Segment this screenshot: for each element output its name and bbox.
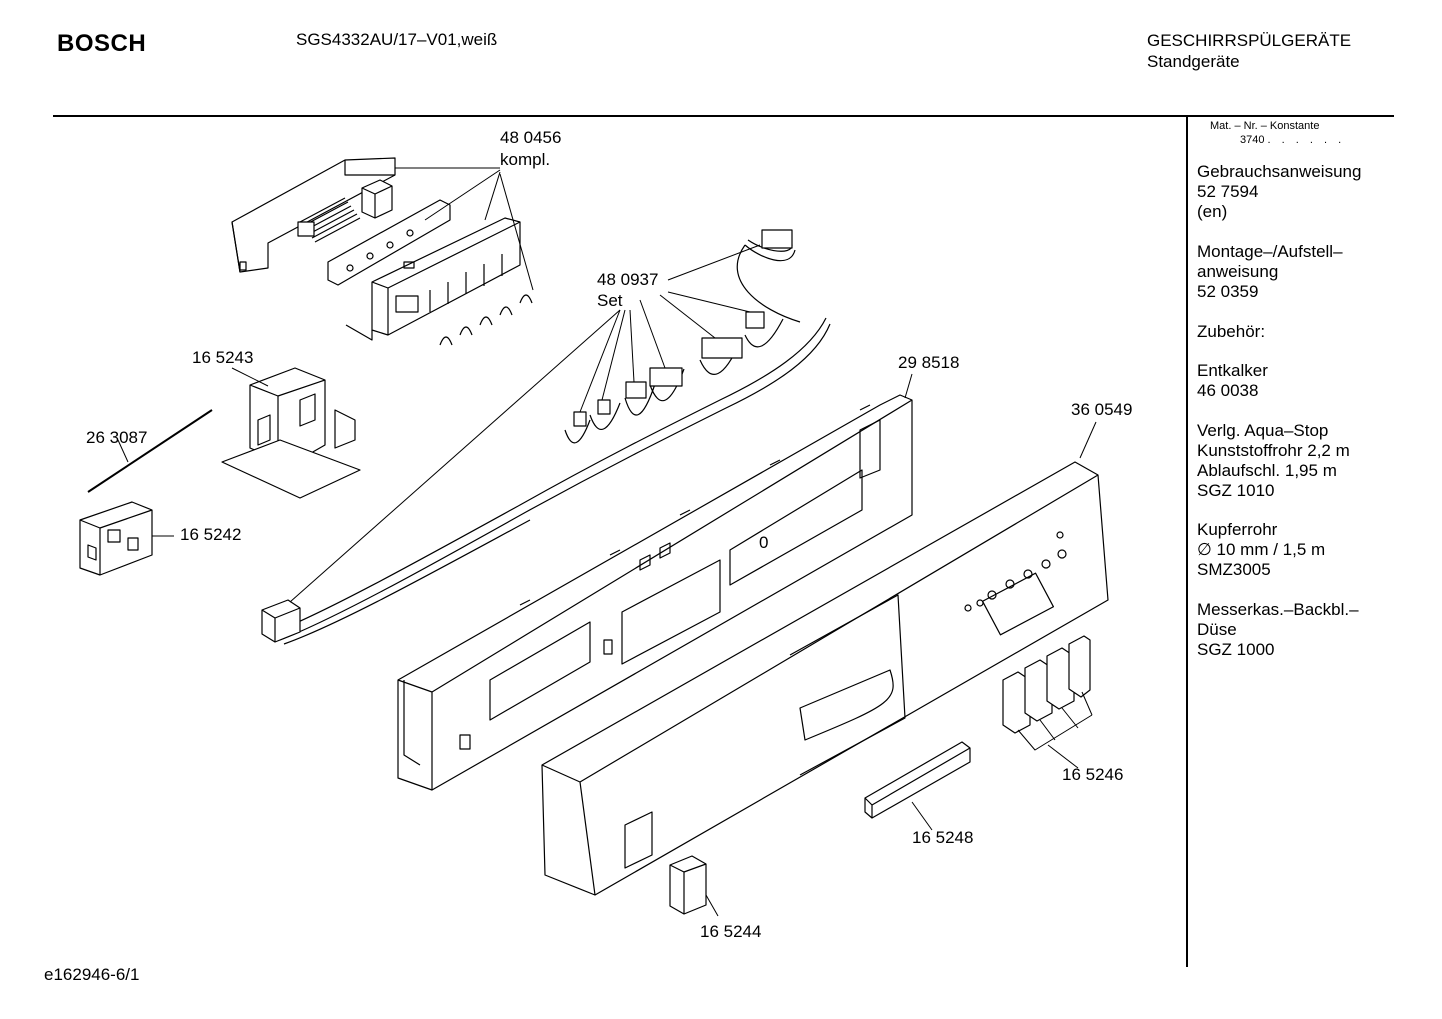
section-line: Entkalker bbox=[1197, 361, 1268, 380]
section-line: Zubehör: bbox=[1197, 322, 1266, 341]
part-label-165243: 16 5243 bbox=[192, 348, 254, 367]
sidebar-section-descaler: Entkalker 46 0038 bbox=[1197, 361, 1397, 401]
leader-165248 bbox=[911, 801, 933, 831]
leader-298518 bbox=[904, 373, 913, 399]
document-code: e162946-6/1 bbox=[44, 965, 140, 984]
section-line: 46 0038 bbox=[1197, 381, 1259, 400]
part-label-165244: 16 5244 bbox=[700, 922, 762, 941]
buttons-165246-drawing bbox=[1002, 635, 1091, 734]
leader-360549 bbox=[1079, 421, 1097, 459]
leader-263087 bbox=[117, 439, 129, 463]
part-note-480937: Set bbox=[597, 291, 623, 310]
category-block: GESCHIRRSPÜLGERÄTE Standgeräte bbox=[1147, 30, 1351, 72]
strip-165248-drawing bbox=[864, 741, 971, 819]
section-line: Gebrauchsanweisung bbox=[1197, 162, 1362, 181]
part-note-480456: kompl. bbox=[500, 150, 551, 169]
leader-165246 bbox=[1017, 691, 1093, 769]
brand-logo: BOSCH bbox=[57, 30, 147, 57]
rod-263087-drawing bbox=[87, 409, 213, 493]
leader-165244 bbox=[705, 894, 719, 917]
section-line: 52 0359 bbox=[1197, 282, 1259, 301]
part-label-165248: 16 5248 bbox=[912, 828, 974, 847]
section-line: Düse bbox=[1197, 620, 1237, 639]
section-line: SGZ 1000 bbox=[1197, 640, 1275, 659]
switch-165242-drawing bbox=[79, 501, 153, 576]
section-line: ∅ 10 mm / 1,5 m bbox=[1197, 540, 1326, 559]
sidebar-section-accessories: Zubehör: bbox=[1197, 322, 1397, 342]
part-label-298518: 29 8518 bbox=[898, 353, 960, 372]
model-number: SGS4332AU/17–V01,weiß bbox=[296, 30, 498, 49]
part-label-165246: 16 5246 bbox=[1062, 765, 1124, 784]
section-line: anweisung bbox=[1197, 262, 1279, 281]
section-line: Kunststoffrohr 2,2 m bbox=[1197, 441, 1350, 460]
part-label-480937: 48 0937 bbox=[597, 270, 659, 289]
bracket-165243-drawing bbox=[221, 367, 361, 499]
section-line: Montage–/Aufstell– bbox=[1197, 242, 1343, 261]
knob-165244-drawing bbox=[669, 855, 707, 915]
header-divider bbox=[53, 115, 1394, 117]
sidebar-section-copper-pipe: Kupferrohr ∅ 10 mm / 1,5 m SMZ3005 bbox=[1197, 520, 1397, 580]
section-line: Messerkas.–Backbl.– bbox=[1197, 600, 1359, 619]
section-line: 52 7594 bbox=[1197, 182, 1259, 201]
leader-480937 bbox=[289, 244, 761, 603]
sidebar-section-manual: Gebrauchsanweisung 52 7594 (en) bbox=[1197, 162, 1397, 222]
konstante-dots: . . . . . . bbox=[1267, 134, 1346, 146]
sidebar-section-nozzle: Messerkas.–Backbl.– Düse SGZ 1000 bbox=[1197, 600, 1397, 660]
part-label-360549: 36 0549 bbox=[1071, 400, 1133, 419]
back-panel-298518-drawing bbox=[397, 394, 913, 791]
section-line: (en) bbox=[1197, 202, 1228, 221]
section-line: SMZ3005 bbox=[1197, 560, 1271, 579]
exploded-diagram bbox=[79, 157, 1109, 917]
control-module-drawing bbox=[231, 157, 533, 346]
konstante-header: Mat. – Nr. – Konstante bbox=[1210, 120, 1320, 132]
leader-165243 bbox=[231, 367, 269, 387]
sidebar-section-installation: Montage–/Aufstell– anweisung 52 0359 bbox=[1197, 242, 1397, 302]
konstante-number: 3740 bbox=[1240, 134, 1265, 146]
section-line: Ablaufschl. 1,95 m bbox=[1197, 461, 1337, 480]
category-subtitle: Standgeräte bbox=[1147, 52, 1240, 71]
leader-480456 bbox=[395, 167, 534, 291]
cable-harness-drawing bbox=[261, 229, 831, 645]
section-line: Kupferrohr bbox=[1197, 520, 1278, 539]
display-zero-label: 0 bbox=[759, 533, 769, 552]
part-label-165242: 16 5242 bbox=[180, 525, 242, 544]
section-line: SGZ 1010 bbox=[1197, 481, 1275, 500]
fascia-360549-drawing bbox=[541, 461, 1109, 896]
part-label-480456: 48 0456 bbox=[500, 128, 562, 147]
konstante-value: 3740 . . . . . . bbox=[1240, 134, 1345, 146]
sidebar-divider bbox=[1186, 117, 1188, 967]
part-label-263087: 26 3087 bbox=[86, 428, 148, 447]
category-title: GESCHIRRSPÜLGERÄTE bbox=[1147, 31, 1352, 50]
sidebar-section-aquastop: Verlg. Aqua–Stop Kunststoffrohr 2,2 m Ab… bbox=[1197, 421, 1397, 501]
section-line: Verlg. Aqua–Stop bbox=[1197, 421, 1329, 440]
